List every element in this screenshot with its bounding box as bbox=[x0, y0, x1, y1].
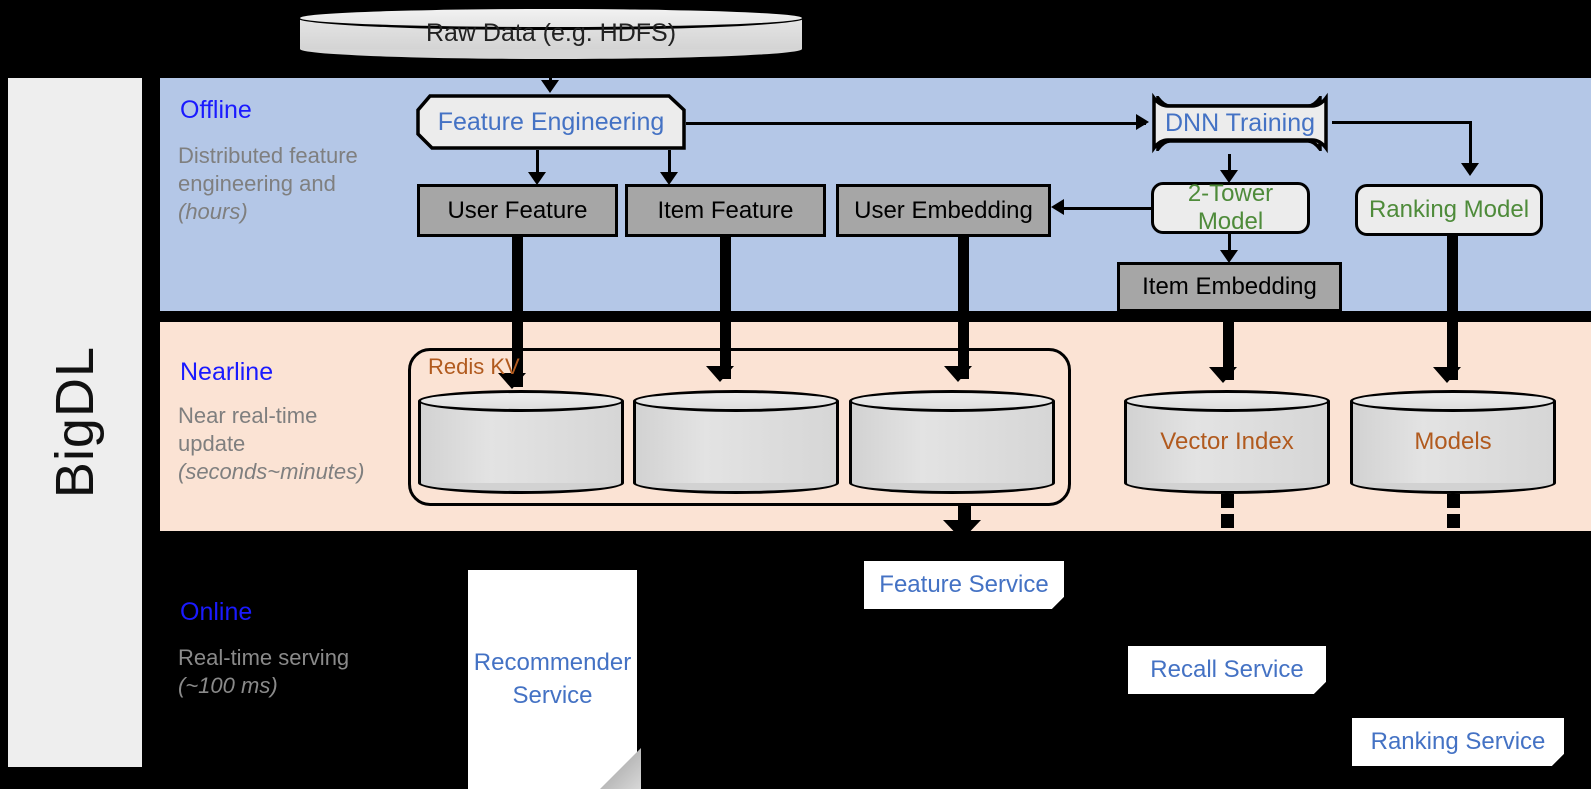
pipe-itemembedding-vectorindex bbox=[1223, 312, 1234, 380]
vector-index-top bbox=[1124, 390, 1330, 412]
two-tower-model-label: 2-Tower Model bbox=[1187, 180, 1274, 235]
arrowhead-itemfeature-store bbox=[706, 366, 734, 382]
ranking-model-box[interactable]: Ranking Model bbox=[1355, 184, 1543, 236]
feature-engineering-node[interactable]: Feature Engineering bbox=[416, 94, 686, 150]
connector-rawdata-fe bbox=[549, 62, 552, 88]
ranking-model-label: Ranking Model bbox=[1368, 196, 1530, 223]
band-desc-online: Real-time serving (~100 ms) bbox=[178, 644, 388, 700]
store-2-label bbox=[633, 390, 839, 494]
connector-twotower-userembedding bbox=[1064, 207, 1152, 210]
stub-models-1 bbox=[1447, 494, 1460, 508]
arrowhead-fe-itemfeature bbox=[660, 172, 678, 185]
store-1-top bbox=[418, 390, 624, 412]
store-1-label bbox=[418, 390, 624, 494]
user-embedding-box[interactable]: User Embedding bbox=[836, 184, 1051, 237]
recall-service-card[interactable]: Recall Service bbox=[1128, 646, 1326, 694]
arrowhead-userfeature-store bbox=[498, 373, 526, 389]
dnn-training-node[interactable]: DNN Training bbox=[1148, 92, 1332, 154]
store-1-body bbox=[418, 401, 624, 483]
feature-engineering-label: Feature Engineering bbox=[437, 107, 665, 136]
bigdl-label: BigDL bbox=[8, 78, 142, 767]
recommender-service-label: Recommender Service bbox=[473, 649, 632, 709]
connector-twotower-itemembedding bbox=[1228, 234, 1231, 256]
arrowhead-dnn-twotower bbox=[1220, 170, 1238, 183]
band-desc-offline-text: Distributed feature engineering and bbox=[178, 143, 358, 197]
item-embedding-label: Item Embedding bbox=[1142, 273, 1317, 300]
item-embedding-box[interactable]: Item Embedding bbox=[1117, 262, 1342, 312]
arrowhead-itemembedding-vectorindex bbox=[1209, 367, 1237, 383]
connector-dnn-ranking-h bbox=[1332, 121, 1472, 124]
models-store[interactable]: Models bbox=[1350, 390, 1556, 494]
vector-index-store[interactable]: Vector Index bbox=[1124, 390, 1330, 494]
feature-service-label: Feature Service bbox=[879, 571, 1049, 598]
band-desc-online-text: Real-time serving bbox=[178, 645, 350, 670]
bigdl-rail: BigDL bbox=[8, 78, 142, 767]
raw-data-store: Raw Data (e.g. HDFS) bbox=[297, 4, 805, 62]
redis-kv-container bbox=[408, 348, 1071, 506]
band-desc-nearline-text: Near real-time update bbox=[178, 403, 318, 457]
band-title-nearline: Nearline bbox=[180, 358, 274, 386]
connector-dnn-twotower bbox=[1228, 154, 1231, 176]
stub-redis-featureservice bbox=[958, 506, 971, 522]
models-label: Models bbox=[1414, 428, 1492, 455]
user-embedding-label: User Embedding bbox=[854, 196, 1033, 224]
connector-dnn-ranking-v bbox=[1469, 121, 1472, 169]
pipe-userembedding-store bbox=[958, 237, 969, 379]
band-desc-nearline: Near real-time update (seconds~minutes) bbox=[178, 402, 388, 486]
user-feature-box[interactable]: User Feature bbox=[417, 184, 618, 237]
connector-fe-itemfeature bbox=[668, 150, 671, 178]
arrowhead-twotower-userembedding bbox=[1051, 199, 1064, 215]
arrowhead-twotower-itemembedding bbox=[1220, 250, 1238, 263]
connector-fe-dnn bbox=[686, 122, 1146, 125]
ranking-service-card[interactable]: Ranking Service bbox=[1352, 718, 1564, 766]
arrowhead-userembedding-store bbox=[944, 366, 972, 382]
arrowhead-fe-dnn bbox=[1136, 114, 1149, 130]
feature-engineering-shape bbox=[416, 94, 686, 150]
stub-vectorindex-2 bbox=[1221, 514, 1234, 528]
connector-fe-userfeature bbox=[536, 150, 539, 178]
store-3-top bbox=[849, 390, 1055, 412]
band-desc-offline-em: (hours) bbox=[178, 199, 248, 225]
arrowhead-redis-featureservice bbox=[943, 520, 981, 540]
raw-data-label: Raw Data (e.g. HDFS) bbox=[425, 18, 677, 47]
band-title-offline: Offline bbox=[180, 96, 252, 124]
band-desc-nearline-em: (seconds~minutes) bbox=[178, 459, 365, 485]
pipe-rankingmodel-models bbox=[1447, 236, 1458, 380]
dnn-training-outline bbox=[1152, 92, 1328, 154]
store-user-feature[interactable] bbox=[418, 390, 624, 494]
stub-models-2 bbox=[1447, 514, 1460, 528]
arrowhead-rankingmodel-models bbox=[1433, 367, 1461, 383]
models-top bbox=[1350, 390, 1556, 412]
feature-service-card[interactable]: Feature Service bbox=[864, 561, 1064, 609]
raw-data-top bbox=[297, 6, 805, 30]
band-desc-online-em: (~100 ms) bbox=[178, 673, 278, 699]
user-feature-label: User Feature bbox=[447, 196, 588, 224]
band-desc-offline: Distributed feature engineering and (hou… bbox=[178, 142, 388, 226]
recall-service-label: Recall Service bbox=[1150, 656, 1304, 683]
store-3-body bbox=[849, 401, 1055, 483]
item-feature-box[interactable]: Item Feature bbox=[625, 184, 826, 237]
store-2-top bbox=[633, 390, 839, 412]
store-user-embedding[interactable] bbox=[849, 390, 1055, 494]
pipe-itemfeature-store bbox=[720, 237, 731, 379]
pipe-userfeature-store bbox=[512, 237, 523, 387]
store-3-label bbox=[849, 390, 1055, 494]
stub-vectorindex-1 bbox=[1221, 494, 1234, 508]
recommender-service-card[interactable]: Recommender Service bbox=[468, 570, 637, 789]
redis-kv-label: Redis KV bbox=[428, 354, 520, 379]
arrowhead-rawdata-fe bbox=[541, 80, 559, 93]
item-feature-label: Item Feature bbox=[657, 196, 794, 224]
ranking-service-label: Ranking Service bbox=[1370, 728, 1546, 755]
arrowhead-fe-userfeature bbox=[528, 172, 546, 185]
store-2-body bbox=[633, 401, 839, 483]
band-title-online: Online bbox=[180, 598, 253, 626]
arrowhead-dnn-ranking bbox=[1461, 163, 1479, 176]
two-tower-model-box[interactable]: 2-Tower Model bbox=[1151, 180, 1310, 235]
dnn-training-label: DNN Training bbox=[1164, 108, 1316, 137]
store-item-feature[interactable] bbox=[633, 390, 839, 494]
vector-index-body bbox=[1124, 401, 1330, 483]
bigdl-text: BigDL bbox=[45, 346, 105, 499]
vector-index-label: Vector Index bbox=[1160, 428, 1294, 455]
models-body bbox=[1350, 401, 1556, 483]
